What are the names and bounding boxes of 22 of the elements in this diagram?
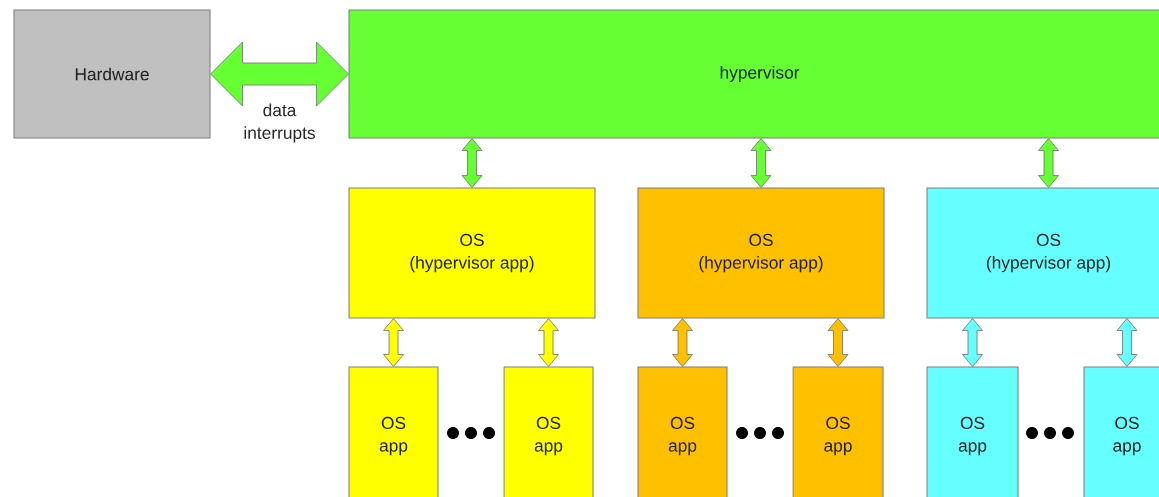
app-box: OS app [503, 366, 594, 497]
block-arrow [827, 318, 849, 367]
app-box: OS app [926, 366, 1019, 497]
os-box: OS (hypervisor app) [348, 187, 596, 319]
block-arrow [210, 41, 349, 107]
block-arrow [962, 318, 983, 367]
block-arrow [538, 318, 559, 367]
edge-label: data interrupts [244, 103, 315, 143]
hardware-box: Hardware [13, 9, 211, 139]
app-box: OS app [637, 366, 728, 497]
os-box: OS (hypervisor app) [926, 187, 1159, 319]
block-arrow [672, 318, 693, 367]
app-box: OS app [348, 366, 439, 497]
block-arrow [383, 318, 404, 367]
block-arrow [1038, 138, 1059, 188]
hypervisor-bar: hypervisor [348, 9, 1159, 139]
block-arrow [461, 138, 483, 188]
os-box: OS (hypervisor app) [637, 187, 885, 319]
app-box: OS app [792, 366, 884, 497]
block-arrow [1116, 318, 1138, 367]
app-box: OS app [1083, 366, 1159, 497]
block-arrow [750, 138, 772, 188]
